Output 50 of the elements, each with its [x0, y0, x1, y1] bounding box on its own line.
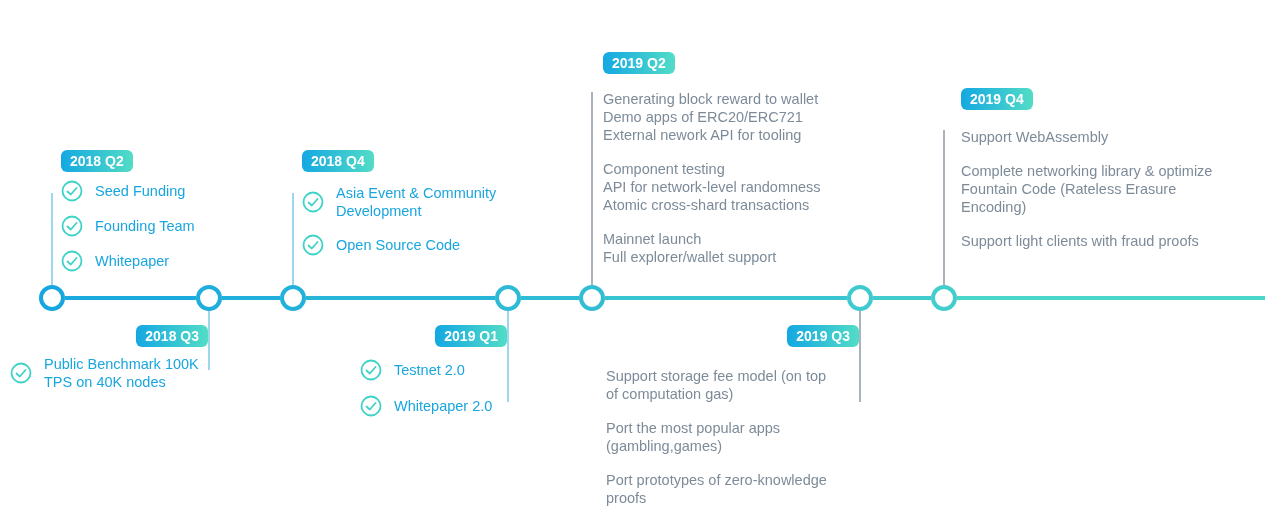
milestone-text: Whitepaper 2.0: [394, 397, 494, 415]
milestone-text: Support light clients with fraud proofs: [961, 232, 1200, 250]
milestone-text: Support WebAssembly: [961, 128, 1110, 146]
leader-line: [591, 91, 593, 286]
milestone-text: Founding Team: [95, 217, 196, 235]
milestone-text: Testnet 2.0: [394, 361, 466, 379]
milestone-text: External nework API for tooling: [603, 126, 803, 144]
timeline-node: [847, 285, 873, 311]
milestone-text: Open Source Code: [336, 236, 462, 254]
timeline-node: [931, 285, 957, 311]
milestone-text: Asia Event & Community Development: [336, 184, 498, 220]
milestone-text: Generating block reward to wallet: [603, 90, 820, 108]
leader-line: [507, 310, 509, 403]
timeline-line: [306, 296, 495, 300]
quarter-badge: 2018 Q3: [136, 325, 208, 347]
quarter-badge: 2019 Q2: [603, 52, 675, 74]
timeline-line: [65, 296, 196, 300]
leader-line: [943, 129, 945, 286]
leader-line: [208, 310, 210, 371]
milestone-text: Support storage fee model (on top of computation gas): [606, 367, 828, 403]
timeline-node: [39, 285, 65, 311]
leader-line: [51, 192, 53, 286]
timeline-line: [521, 296, 579, 300]
quarter-badge: 2019 Q4: [961, 88, 1033, 110]
milestone-text: API for network-level randomness: [603, 178, 822, 196]
milestone-text: Full explorer/wallet support: [603, 248, 778, 266]
milestone-text: Demo apps of ERC20/ERC721: [603, 108, 804, 126]
quarter-badge: 2018 Q2: [61, 150, 133, 172]
timeline-node: [196, 285, 222, 311]
timeline-line: [605, 296, 847, 300]
timeline-node: [579, 285, 605, 311]
milestone-text: Port the most popular apps (gambling,games): [606, 419, 782, 455]
timeline-line: [873, 296, 931, 300]
milestone-text: Component testing: [603, 160, 726, 178]
quarter-badge: 2019 Q3: [787, 325, 859, 347]
milestone-text: Whitepaper: [95, 252, 171, 270]
milestone-text: Seed Funding: [95, 182, 187, 200]
milestone-text: Mainnet launch: [603, 230, 703, 248]
quarter-badge: 2018 Q4: [302, 150, 374, 172]
milestone-text: Port prototypes of zero-knowledge proofs: [606, 471, 828, 507]
milestone-text: Public Benchmark 100K TPS on 40K nodes: [44, 355, 200, 391]
timeline-node: [280, 285, 306, 311]
leader-line: [859, 310, 861, 403]
timeline-line: [222, 296, 280, 300]
timeline-line: [957, 296, 1265, 300]
leader-line: [292, 192, 294, 286]
quarter-badge: 2019 Q1: [435, 325, 507, 347]
milestone-text: Complete networking library & optimize Fountain Code (Rateless Erasure Encoding): [961, 162, 1214, 216]
milestone-text: Atomic cross-shard transactions: [603, 196, 811, 214]
timeline-node: [495, 285, 521, 311]
